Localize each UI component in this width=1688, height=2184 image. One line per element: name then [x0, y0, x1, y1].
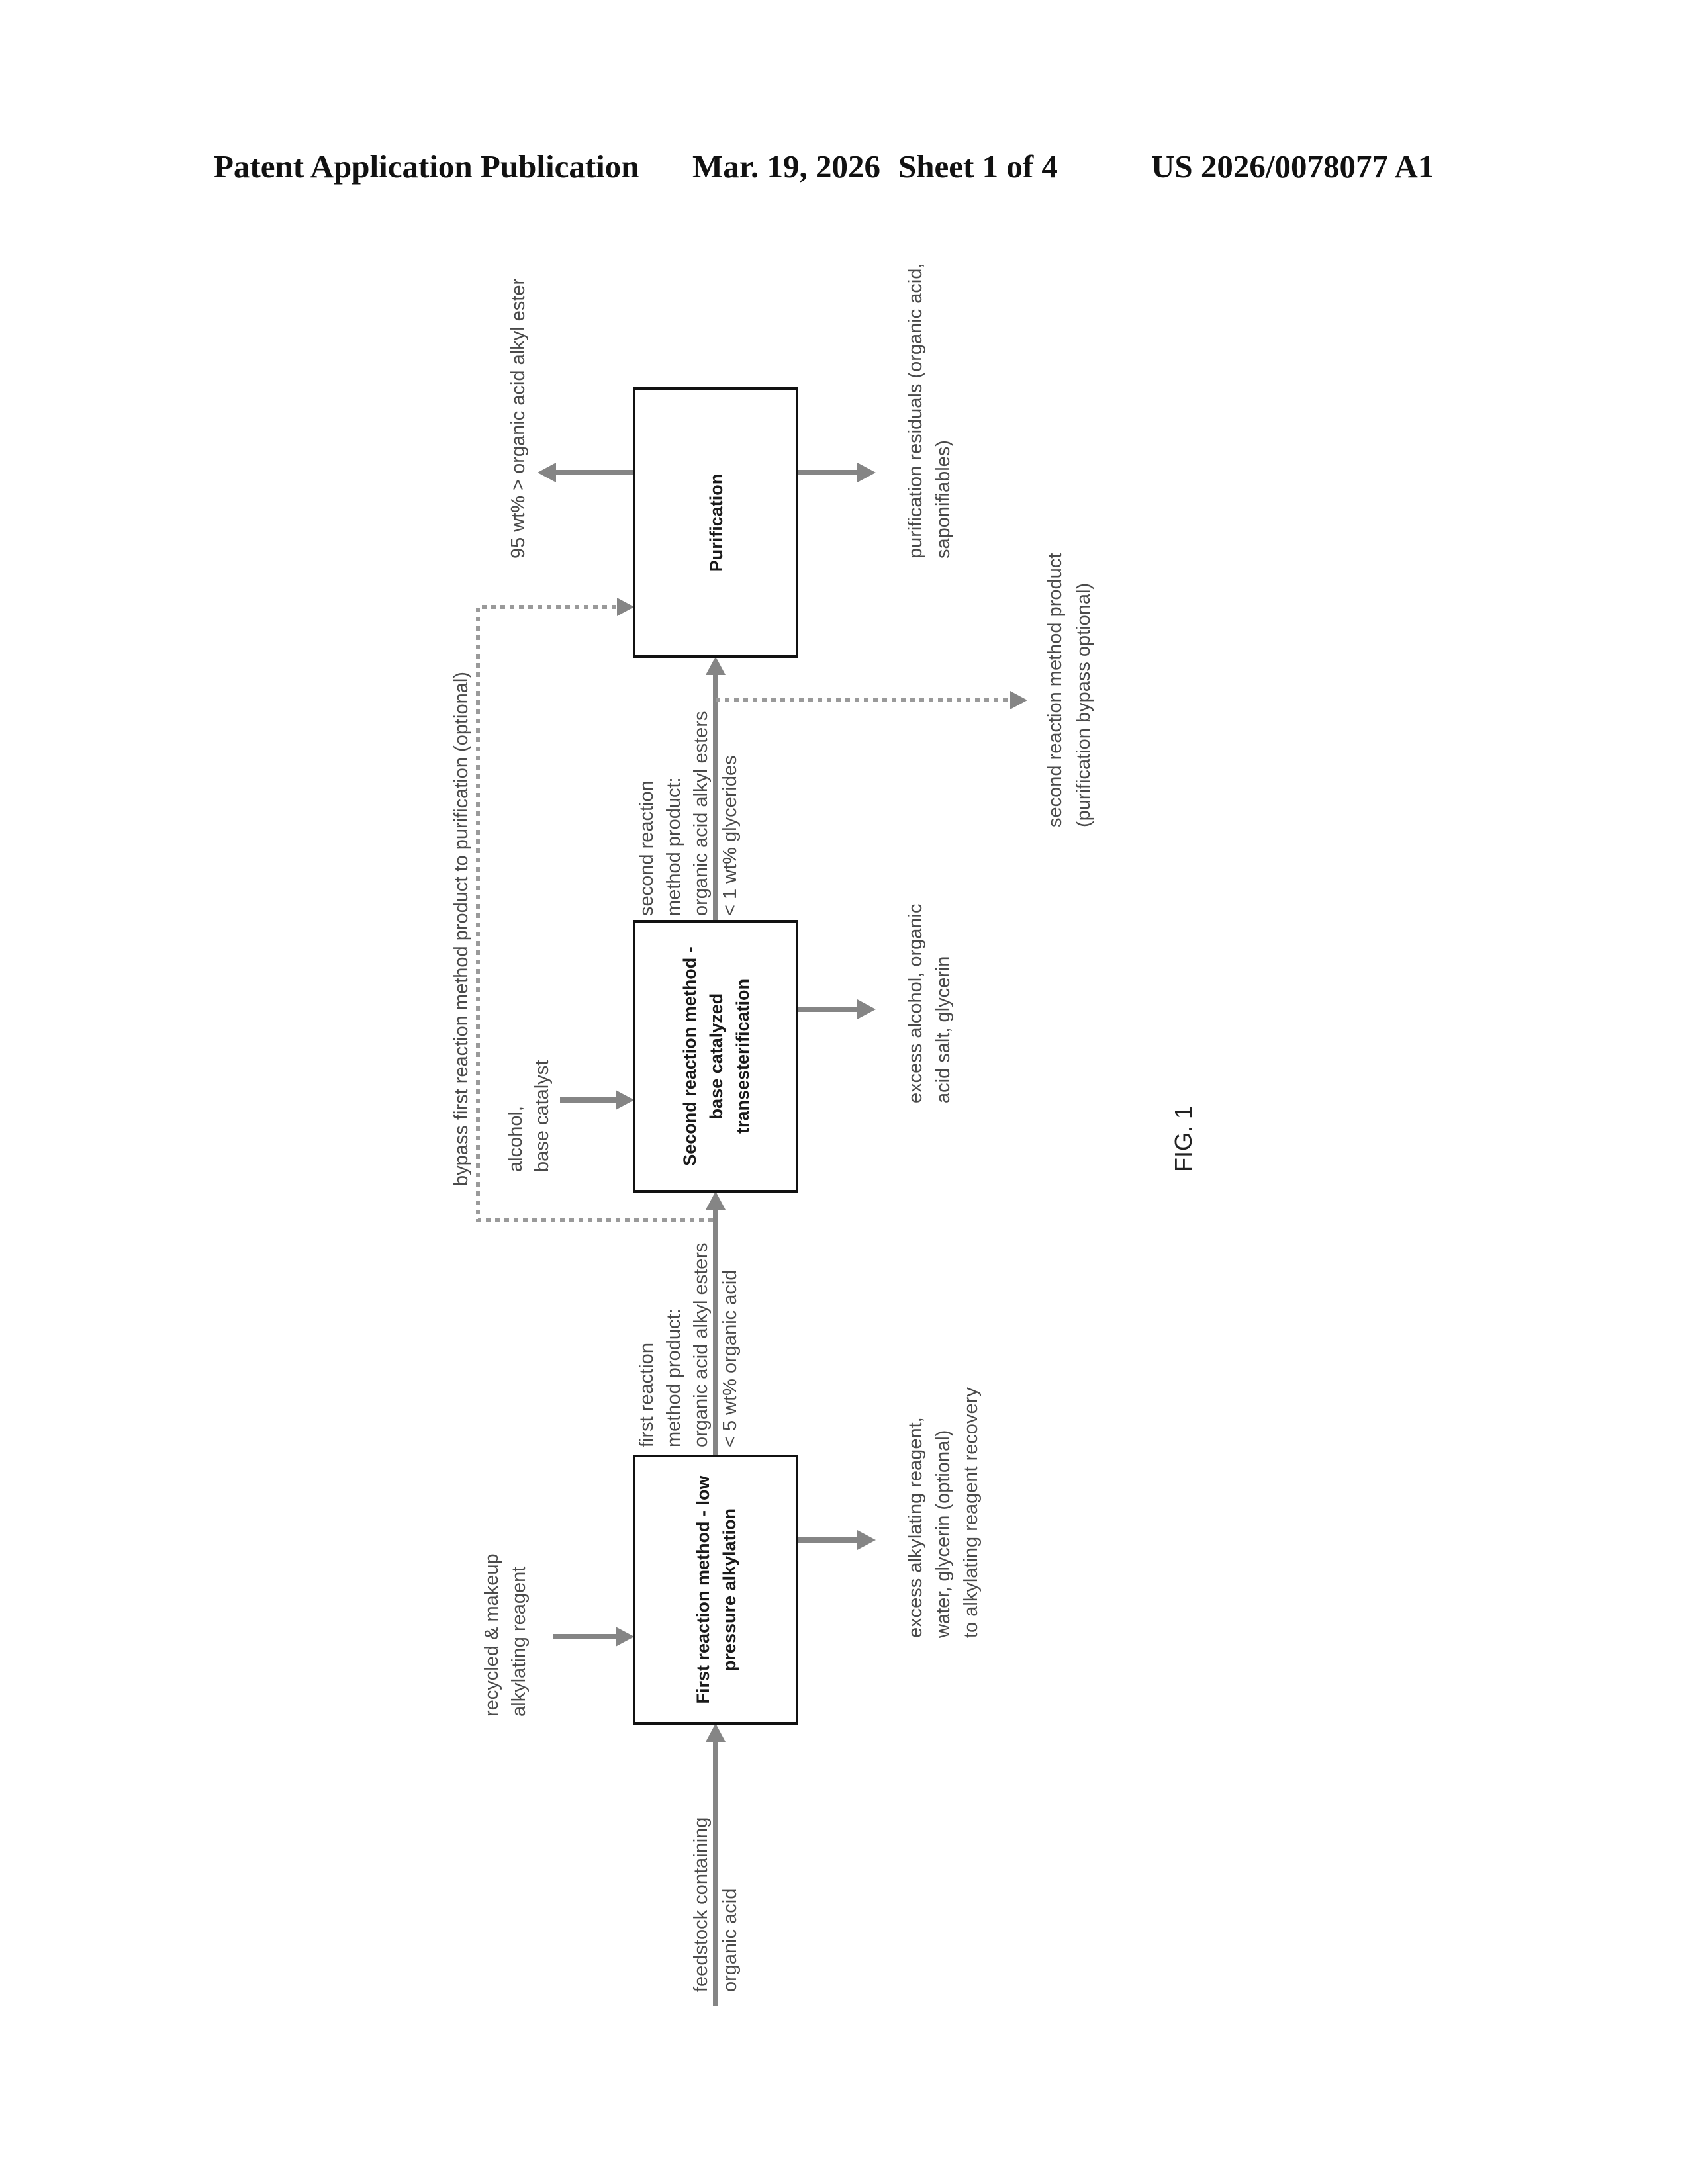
- second-product-label: < 1 wt% glycerides: [720, 755, 741, 916]
- figure-label: FIG. 1: [1170, 1106, 1197, 1172]
- bypass-first-arrowhead: [617, 598, 634, 616]
- first-product-label: method product:: [663, 1308, 684, 1447]
- catalyst-input-arrowhead: [616, 1090, 634, 1110]
- catalyst-input-label: alcohol,: [505, 1106, 526, 1172]
- residuals-label: purification residuals (organic acid,: [905, 263, 926, 559]
- catalyst-input-label: base catalyst: [532, 1060, 553, 1172]
- bypass-first-label: bypass first reaction method product to …: [451, 672, 472, 1186]
- sheet-number: Sheet 1 of 4: [898, 148, 1058, 185]
- feedstock-label: feedstock containing: [690, 1817, 712, 1992]
- first-byproduct-label: water, glycerin (optional): [933, 1430, 954, 1639]
- second-byproduct-label: acid salt, glycerin: [933, 956, 954, 1103]
- publication-number: US 2026/0078077 A1: [1151, 148, 1434, 185]
- first-product-label: first reaction: [636, 1343, 657, 1447]
- flow-diagram: First reaction method - low pressure alk…: [451, 263, 1197, 2007]
- first-reaction-box: [634, 1456, 797, 1723]
- first-reaction-box-label: pressure alkylation: [720, 1508, 739, 1671]
- second-product-label: organic acid alkyl esters: [690, 711, 712, 916]
- page-header: Patent Application Publication Mar. 19, …: [214, 148, 1434, 185]
- final-product-arrowhead: [538, 463, 556, 482]
- bypass-second-label: second reaction method product: [1045, 553, 1066, 827]
- second-reaction-box-label: transesterification: [733, 979, 753, 1134]
- reagent-input-label: recycled & makeup: [481, 1553, 502, 1717]
- second-product-label: method product:: [663, 777, 684, 916]
- second-reaction-box-label: Second reaction method -: [680, 946, 700, 1166]
- first-product-arrowhead: [706, 1191, 726, 1210]
- second-byproduct-label: excess alcohol, organic: [905, 904, 926, 1103]
- publication-title: Patent Application Publication: [214, 148, 639, 185]
- residuals-label: saponifiables): [933, 440, 954, 559]
- publication-date: Mar. 19, 2026: [692, 148, 880, 185]
- second-product-label: second reaction: [636, 780, 657, 916]
- purification-box-label: Purification: [706, 474, 726, 572]
- second-reaction-box-label: base catalyzed: [706, 993, 726, 1120]
- bypass-second-arrowhead: [1010, 691, 1027, 709]
- reagent-input-arrowhead: [616, 1627, 634, 1647]
- bypass-second-label: (purification bypass optional): [1073, 583, 1094, 827]
- first-product-label: < 5 wt% organic acid: [720, 1270, 741, 1447]
- first-product-label: organic acid alkyl esters: [690, 1243, 712, 1447]
- feedstock-label: organic acid: [720, 1889, 741, 1992]
- feedstock-arrowhead: [706, 1723, 726, 1742]
- reagent-input-label: alkylating reagent: [508, 1567, 530, 1717]
- final-product-label: 95 wt% > organic acid alkyl ester: [508, 279, 529, 559]
- first-byproduct-arrowhead: [857, 1530, 876, 1550]
- second-product-arrowhead: [706, 657, 726, 675]
- second-byproduct-arrowhead: [857, 999, 876, 1019]
- first-byproduct-label: excess alkylating reagent,: [905, 1417, 926, 1638]
- first-reaction-box-label: First reaction method - low: [693, 1475, 713, 1704]
- residuals-arrowhead: [857, 463, 876, 482]
- first-byproduct-label: to alkylating reagent recovery: [961, 1387, 982, 1638]
